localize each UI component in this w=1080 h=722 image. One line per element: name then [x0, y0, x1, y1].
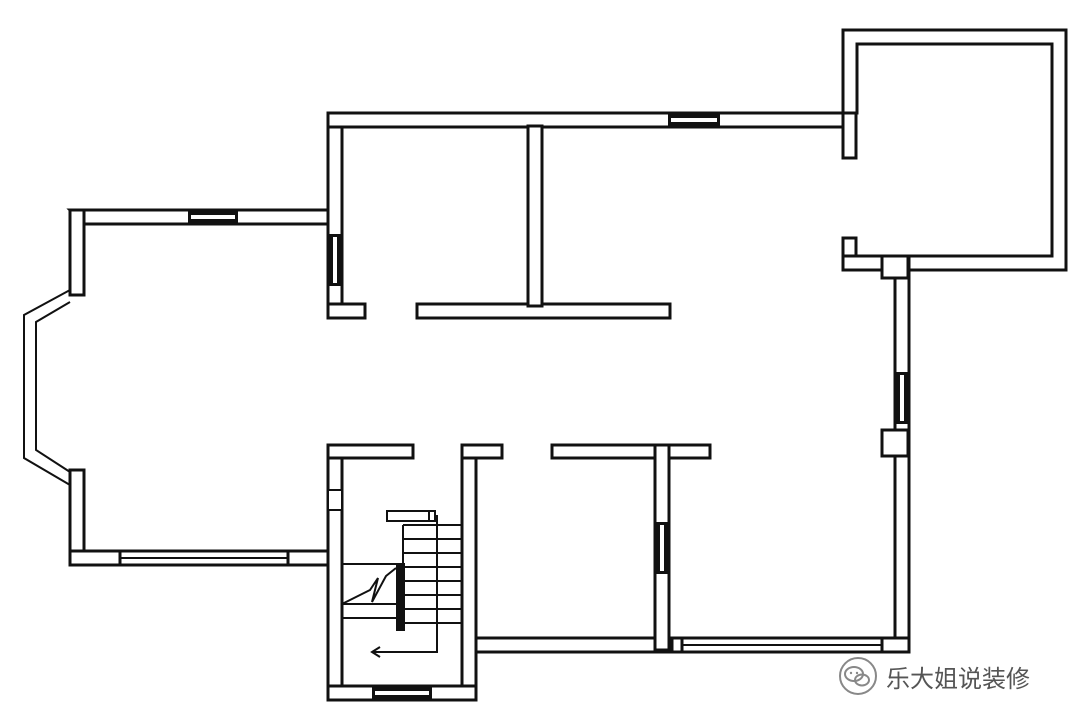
wall-center-lower	[460, 443, 478, 702]
watermark-text: 乐大姐说装修	[886, 664, 1030, 693]
wall-notch-upper	[841, 111, 858, 160]
wechat-logo-icon	[839, 657, 877, 695]
column-top	[880, 254, 910, 280]
wall-bottom-middle	[460, 636, 674, 654]
windows	[118, 113, 909, 700]
wall-stair-left	[326, 443, 344, 702]
wall-left-upper	[68, 208, 86, 297]
column-mid	[880, 428, 910, 458]
stair-top-bar	[386, 510, 436, 522]
vent-small	[327, 489, 343, 511]
staircase	[341, 510, 462, 658]
wall-top	[326, 111, 858, 129]
stair-break-line	[341, 567, 397, 605]
stair-handrail	[396, 563, 405, 631]
bay-window	[23, 289, 71, 486]
wall-top-right-room	[841, 28, 1068, 272]
wall-vertical-top	[526, 124, 544, 308]
stair-direction-arrow	[374, 515, 438, 653]
outer-walls	[66, 28, 1068, 702]
interior-walls	[326, 124, 910, 652]
wall-stair-top	[326, 443, 415, 460]
wall-partition-lower	[550, 443, 712, 460]
wall-stub-center	[460, 443, 504, 460]
wall-stub-left	[326, 302, 367, 320]
watermark: 乐大姐说装修	[838, 656, 1030, 696]
